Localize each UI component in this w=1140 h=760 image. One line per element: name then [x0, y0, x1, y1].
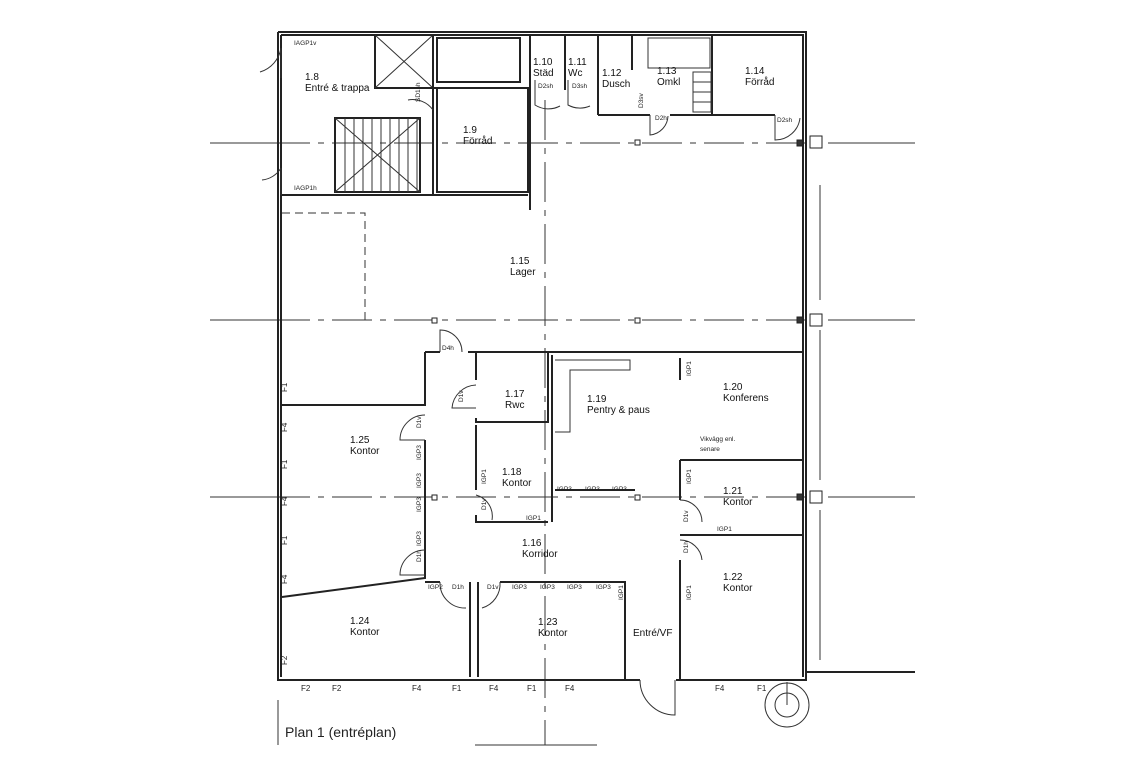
room-name: Korridor [522, 549, 558, 560]
window-tag: F2 [301, 684, 311, 693]
room-name: Konferens [723, 393, 769, 404]
door-tag: D1h [452, 584, 464, 591]
note-line: Vikvägg enl. [700, 436, 735, 443]
door-tag: IAGP1v [294, 40, 317, 47]
room-name: Pentry & paus [587, 405, 650, 416]
room-name: Kontor [350, 446, 380, 457]
room-number: 1.21 [723, 486, 743, 497]
door-tag: D1v [481, 498, 488, 510]
room-number: 1.8 [305, 72, 319, 83]
window-tag: F4 [489, 684, 499, 693]
door-tag: D1v [458, 390, 465, 402]
drawing-title: Plan 1 (entréplan) [285, 724, 396, 740]
grid-axes [210, 100, 915, 746]
door-tag: IGP1 [526, 515, 541, 522]
window-tag: F1 [527, 684, 537, 693]
door-tag: IGP3 [416, 445, 423, 460]
room-number: 1.14 [745, 66, 765, 77]
door-tag: D3sv [638, 92, 645, 108]
door-tag: D4h [442, 345, 454, 352]
window-tag: F4 [412, 684, 422, 693]
window-tag: F1 [452, 684, 462, 693]
door-tag: IGP1 [481, 469, 488, 484]
room-name: Omkl [657, 77, 680, 88]
room-number: 1.25 [350, 435, 370, 446]
door-tag: SD1sh [415, 82, 422, 102]
window-tag: F4 [565, 684, 575, 693]
door-tag: D2sh [777, 117, 793, 124]
window-tag: F1 [280, 459, 289, 469]
door-tag: D1h [416, 550, 423, 562]
room-name: Förråd [463, 135, 492, 147]
door-tag: D1v [416, 416, 423, 428]
door-tag: D1v [487, 584, 499, 591]
door-tag: IAGP1h [294, 185, 317, 192]
room-number: 1.16 [522, 538, 542, 549]
room-number: 1.22 [723, 572, 743, 583]
window-tag: F1 [757, 684, 767, 693]
room-name: Kontor [502, 478, 532, 489]
door-tag: IGP1 [618, 585, 625, 600]
room-number: 1.23 [538, 617, 558, 628]
door-tag: IGP3 [557, 486, 572, 493]
room-number: 1.19 [587, 394, 607, 405]
room-name: Dusch [602, 79, 630, 90]
window-tag: F4 [715, 684, 725, 693]
door-tag: IGP3 [612, 486, 627, 493]
door-tag: D2h [655, 115, 667, 122]
room-name: Lager [510, 267, 536, 278]
door-tag: IGP1 [686, 585, 693, 600]
room-number: 1.12 [602, 68, 622, 79]
door-tag: D3sh [572, 83, 588, 90]
room-number: 1.15 [510, 256, 530, 267]
window-tag: F4 [280, 496, 289, 506]
room-name: Kontor [723, 583, 753, 594]
room-number: 1.24 [350, 616, 370, 627]
door-tag: IGP3 [596, 584, 611, 591]
room-name: Kontor [723, 497, 753, 508]
room-number: 1.13 [657, 66, 677, 77]
door-tag: D2sh [538, 83, 554, 90]
room-number: 1.18 [502, 467, 522, 478]
door-tag: IGP1 [686, 469, 693, 484]
room-name: Förråd [745, 76, 774, 88]
window-tag: F1 [280, 382, 289, 392]
room-number: 1.11 [568, 57, 587, 68]
door-tag: IGP2 [428, 584, 443, 591]
door-tag: IGP3 [567, 584, 582, 591]
window-tag: F2 [332, 684, 342, 693]
door-tag: IGP3 [416, 497, 423, 512]
column-markers [431, 135, 823, 504]
door-tag: IGP3 [416, 531, 423, 546]
window-tag: F1 [280, 535, 289, 545]
room-number: 1.9 [463, 125, 477, 136]
room-number: 1.17 [505, 389, 525, 400]
door-tag: D1v [683, 510, 690, 522]
door-tag: IGP1 [717, 526, 732, 533]
door-tag: IGP3 [512, 584, 527, 591]
room-name: Kontor [538, 628, 568, 639]
window-tag: F4 [280, 574, 289, 584]
walls [277, 31, 915, 681]
doors [259, 47, 810, 728]
door-tag: IGP1 [686, 361, 693, 376]
note-line: senare [700, 446, 720, 453]
entrance-label: Entré/VF [633, 628, 672, 639]
room-name: Kontor [350, 627, 380, 638]
room-number: 1.20 [723, 382, 743, 393]
room-number: 1.10 [533, 57, 553, 68]
window-tag: F2 [280, 655, 289, 665]
room-name: Entré & trappa [305, 83, 370, 94]
room-name: Wc [568, 68, 582, 79]
door-tag: IGP3 [416, 473, 423, 488]
room-name: Städ [533, 68, 554, 79]
door-tag: IGP3 [585, 486, 600, 493]
door-tag: IGP3 [540, 584, 555, 591]
door-tag: D1h [683, 541, 690, 553]
room-name: Rwc [505, 400, 524, 411]
window-tag: F4 [280, 422, 289, 432]
